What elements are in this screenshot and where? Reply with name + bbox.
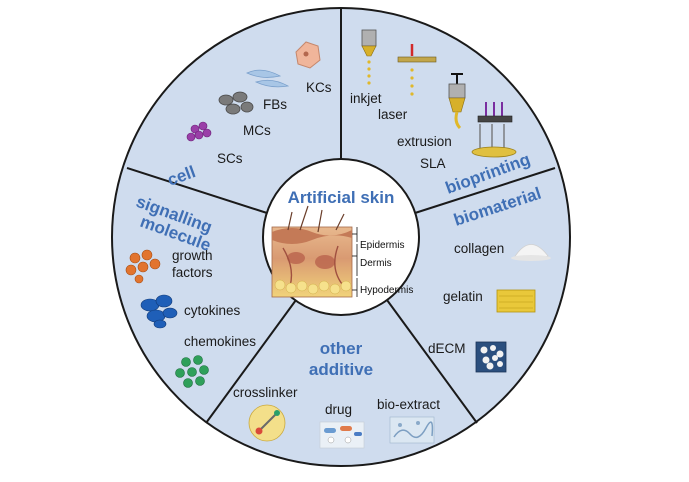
item-fbs: FBs — [263, 97, 287, 112]
item-scs: SCs — [217, 151, 243, 166]
drug-pills-icon — [319, 421, 365, 449]
decm-scaffold-icon — [475, 341, 507, 373]
mcs-cell-icon — [218, 91, 254, 115]
crosslinker-icon — [248, 404, 286, 442]
gelatin-sheets-icon — [496, 289, 536, 313]
item-growth: growth — [172, 248, 213, 263]
item-drug: drug — [325, 402, 352, 417]
chemokines-icon — [175, 355, 209, 388]
scs-cell-icon — [186, 121, 212, 142]
collagen-powder-icon — [511, 244, 551, 261]
item-bio-extract: bio-extract — [377, 397, 440, 412]
item-extrusion: extrusion — [397, 134, 452, 149]
skin-cross-section-image — [271, 205, 358, 298]
item-gelatin: gelatin — [443, 289, 483, 304]
item-mcs: MCs — [243, 123, 271, 138]
item-chemokines: chemokines — [184, 334, 256, 349]
cytokines-icon — [140, 294, 178, 329]
item-collagen: collagen — [454, 241, 504, 256]
fbs-cell-icon — [246, 69, 290, 88]
item-inkjet: inkjet — [350, 91, 382, 106]
layer-label-dermis: Dermis — [360, 258, 392, 269]
laser-printing-icon — [397, 44, 437, 96]
extrusion-nozzle-icon — [448, 73, 466, 130]
item-sla: SLA — [420, 156, 446, 171]
item-kcs: KCs — [306, 80, 332, 95]
segment-title-other: other — [320, 339, 363, 358]
sla-printing-icon — [471, 102, 517, 158]
item-crosslinker: crosslinker — [233, 385, 298, 400]
growth-factors-icon — [125, 249, 161, 284]
item-factors: factors — [172, 265, 213, 280]
segment-dividers — [126, 8, 556, 424]
item-cytokines: cytokines — [184, 303, 241, 318]
segment-title-additive: additive — [309, 360, 373, 379]
layer-label-hypodermis: Hypodermis — [360, 285, 413, 296]
center-title: Artificial skin — [288, 188, 395, 207]
bio-extract-icon — [389, 416, 435, 444]
inkjet-nozzle-icon — [361, 29, 377, 85]
item-laser: laser — [378, 107, 408, 122]
item-decm: dECM — [428, 341, 466, 356]
kcs-cell-icon — [295, 41, 321, 69]
layer-label-epidermis: Epidermis — [360, 240, 404, 251]
